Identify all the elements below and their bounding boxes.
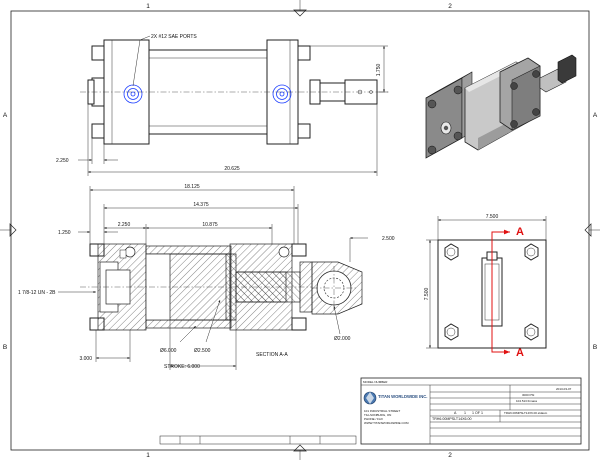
dim-rod: Ø2.500 xyxy=(194,348,211,354)
dim-1250: 1.250 xyxy=(58,230,71,236)
title-block: MODEL NUMBER TITAN WORLDWIDE INC. 101 IN… xyxy=(360,377,582,445)
zone-row-b-left: B xyxy=(3,344,7,351)
section-marker-bottom: A xyxy=(516,347,524,359)
port-head-marker xyxy=(272,84,292,104)
zone-col-2-bottom: 2 xyxy=(448,452,452,459)
address-line-3: PHONE / FAX xyxy=(364,417,383,421)
rev-value: A xyxy=(454,411,457,415)
dim-3000: 3.000 xyxy=(79,356,92,362)
zone-col-2-top: 2 xyxy=(448,3,452,10)
dim-end-height: 7.500 xyxy=(424,288,430,301)
zone-col-1-bottom: 1 xyxy=(146,452,150,459)
sheet-value: 1 OF 1 xyxy=(472,411,483,415)
model-number-label: MODEL NUMBER xyxy=(363,380,388,384)
top-view: 2X #12 SAE PORTS 1.750 2.250 20.625 xyxy=(56,34,390,176)
dim-left-top: 2.250 xyxy=(56,158,69,164)
section-marker-top: A xyxy=(516,226,524,238)
section-label: SECTION A-A xyxy=(256,352,288,358)
pressure-value: 3000 PSI xyxy=(522,393,535,397)
address-line-1: 101 INDUSTRIAL STREET xyxy=(364,409,400,413)
file-name: TRH6.00MPSLT14X6.00.sldasm xyxy=(504,411,548,415)
dim-2250-section: 2.250 xyxy=(118,222,131,228)
address-line-2: TILLSONBURG, ON xyxy=(364,413,391,417)
zone-row-b-right: B xyxy=(593,344,597,351)
company-name: TITAN WORLDWIDE INC. xyxy=(378,394,427,399)
dim-overall-top: 20.625 xyxy=(224,166,240,172)
zone-col-1-top: 1 xyxy=(146,3,150,10)
zone-row-a-left: A xyxy=(3,112,8,119)
mass-value: 104.513 lbmass xyxy=(516,399,538,403)
revision-table xyxy=(159,435,357,445)
address-line-4: WWW.TITANWORLDWIDE.COM xyxy=(364,421,409,425)
section-view: 18.125 14.375 2.250 10.875 1.250 2.500 1… xyxy=(18,184,395,370)
zone-labels: 1 2 1 2 A B A B xyxy=(3,3,598,459)
part-number: TRH6.00MPSLT14X6.00 xyxy=(432,417,471,421)
dim-overall-section: 18.125 xyxy=(184,184,200,190)
scale-value: 1 xyxy=(464,411,466,415)
isometric-view xyxy=(425,54,577,159)
end-view: 7.500 7.500 A A xyxy=(424,214,547,359)
thread-callout: 1 7/8-12 UN - 2B xyxy=(18,290,56,296)
dim-height-top: 1.750 xyxy=(376,64,382,77)
dim-stroke: STROKE: 6.000 xyxy=(164,364,200,370)
dim-end-width: 7.500 xyxy=(486,214,499,220)
dim-10875: 10.875 xyxy=(202,222,218,228)
zone-row-a-right: A xyxy=(593,112,598,119)
dim-pin: Ø2.000 xyxy=(334,336,351,342)
dim-2500: 2.500 xyxy=(382,236,395,242)
date-value: 2013-03-07 xyxy=(556,387,572,391)
dim-bore: Ø6.000 xyxy=(160,348,177,354)
dim-14375: 14.375 xyxy=(193,202,209,208)
company-logo xyxy=(363,391,377,405)
ports-callout: 2X #12 SAE PORTS xyxy=(151,34,197,40)
